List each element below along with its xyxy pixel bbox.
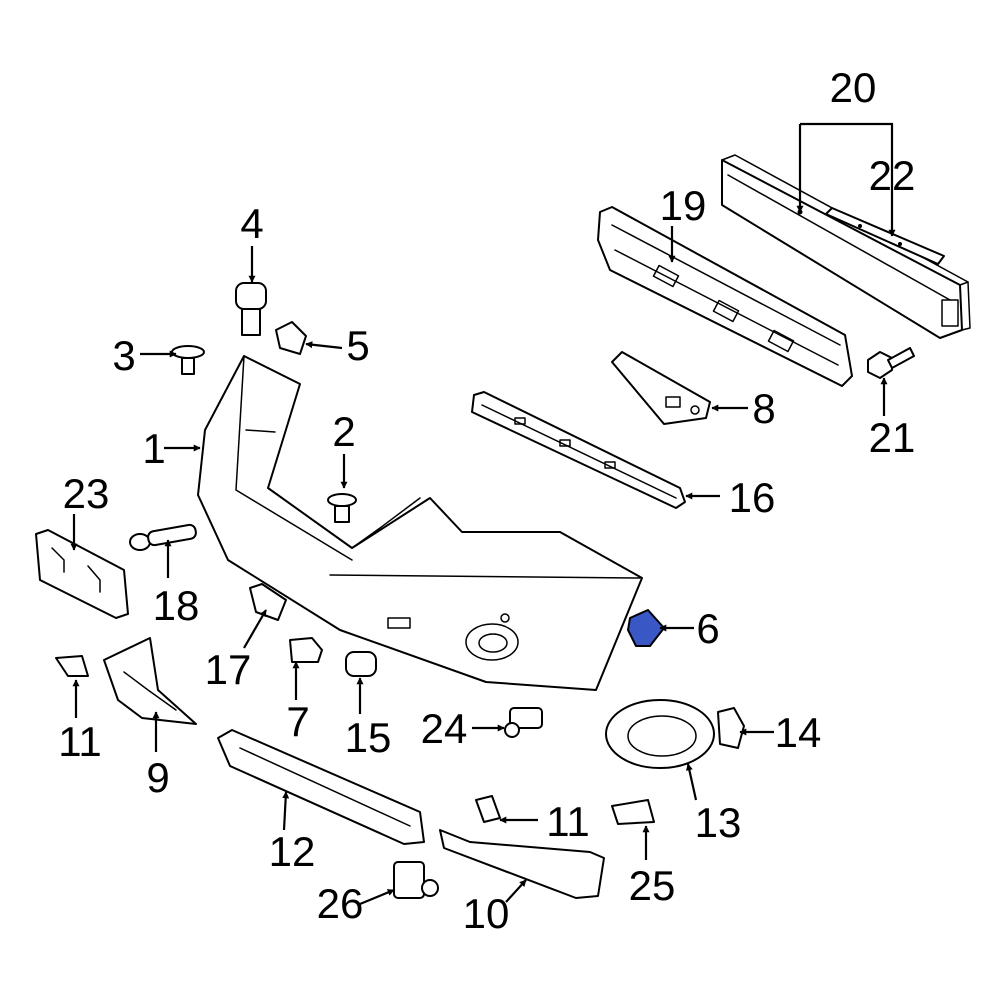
- callout-23: 23: [63, 470, 110, 517]
- part-4-fastener[interactable]: [235, 282, 267, 336]
- callout-26: 26: [317, 880, 364, 927]
- callout-3: 3: [112, 332, 135, 379]
- callout-9: 9: [146, 754, 169, 801]
- callout-4: 4: [240, 200, 263, 247]
- part-6-bracket-highlighted[interactable]: [627, 609, 665, 647]
- part-12-lower-deflector[interactable]: [217, 729, 425, 845]
- part-26-sensor[interactable]: [393, 861, 439, 899]
- part-14-bracket[interactable]: [717, 707, 745, 749]
- part-9-splash-shield[interactable]: [103, 637, 197, 725]
- part-15-cap[interactable]: [345, 651, 377, 677]
- callout-22: 22: [869, 152, 916, 199]
- callout-20: 20: [830, 64, 877, 111]
- callout-10: 10: [463, 890, 510, 937]
- callout-8: 8: [752, 385, 775, 432]
- callout-2: 2: [332, 408, 355, 455]
- callout-7: 7: [286, 698, 309, 745]
- callout-11-left: 11: [58, 718, 102, 765]
- part-8-bracket[interactable]: [611, 351, 711, 425]
- callout-15: 15: [345, 714, 392, 761]
- callout-labels: 20 22 19 21 8 16 4 3 5 2 1 23 18 17 6 7 …: [58, 64, 915, 937]
- part-24-sensor[interactable]: [504, 707, 543, 738]
- part-21-bolt[interactable]: [867, 347, 915, 379]
- callout-18: 18: [153, 582, 200, 629]
- callout-14: 14: [775, 709, 822, 756]
- part-3-clip[interactable]: [171, 345, 205, 375]
- callout-16: 16: [729, 474, 776, 521]
- part-23-license-bracket[interactable]: [35, 529, 129, 619]
- part-11-clip-left[interactable]: [55, 655, 89, 677]
- part-16-grille[interactable]: [471, 391, 686, 509]
- part-5-clip[interactable]: [275, 321, 307, 355]
- callout-6: 6: [696, 605, 719, 652]
- part-13-fog-lamp-bezel[interactable]: [605, 699, 715, 769]
- part-25-cap[interactable]: [611, 799, 655, 825]
- part-11-clip-right[interactable]: [475, 795, 501, 823]
- part-10-lower-spoiler[interactable]: [439, 829, 605, 899]
- callout-24: 24: [421, 705, 468, 752]
- callout-19: 19: [660, 182, 707, 229]
- part-1-bumper-cover[interactable]: [197, 355, 643, 691]
- callout-1: 1: [142, 425, 165, 472]
- callout-11-right: 11: [546, 798, 590, 845]
- callout-25: 25: [629, 862, 676, 909]
- callout-21: 21: [869, 414, 916, 461]
- part-18-sensor-bracket[interactable]: [129, 523, 197, 551]
- part-17-bracket[interactable]: [249, 583, 287, 621]
- callout-5: 5: [346, 322, 369, 369]
- part-22-reinforcement-cover[interactable]: [825, 207, 945, 265]
- leader-lines: [70, 122, 896, 906]
- callout-13: 13: [695, 799, 742, 846]
- callout-12: 12: [269, 828, 316, 875]
- callout-17: 17: [205, 646, 252, 693]
- part-7-retainer[interactable]: [289, 637, 323, 663]
- part-2-clip[interactable]: [327, 493, 357, 523]
- part-19-energy-absorber[interactable]: [597, 206, 853, 387]
